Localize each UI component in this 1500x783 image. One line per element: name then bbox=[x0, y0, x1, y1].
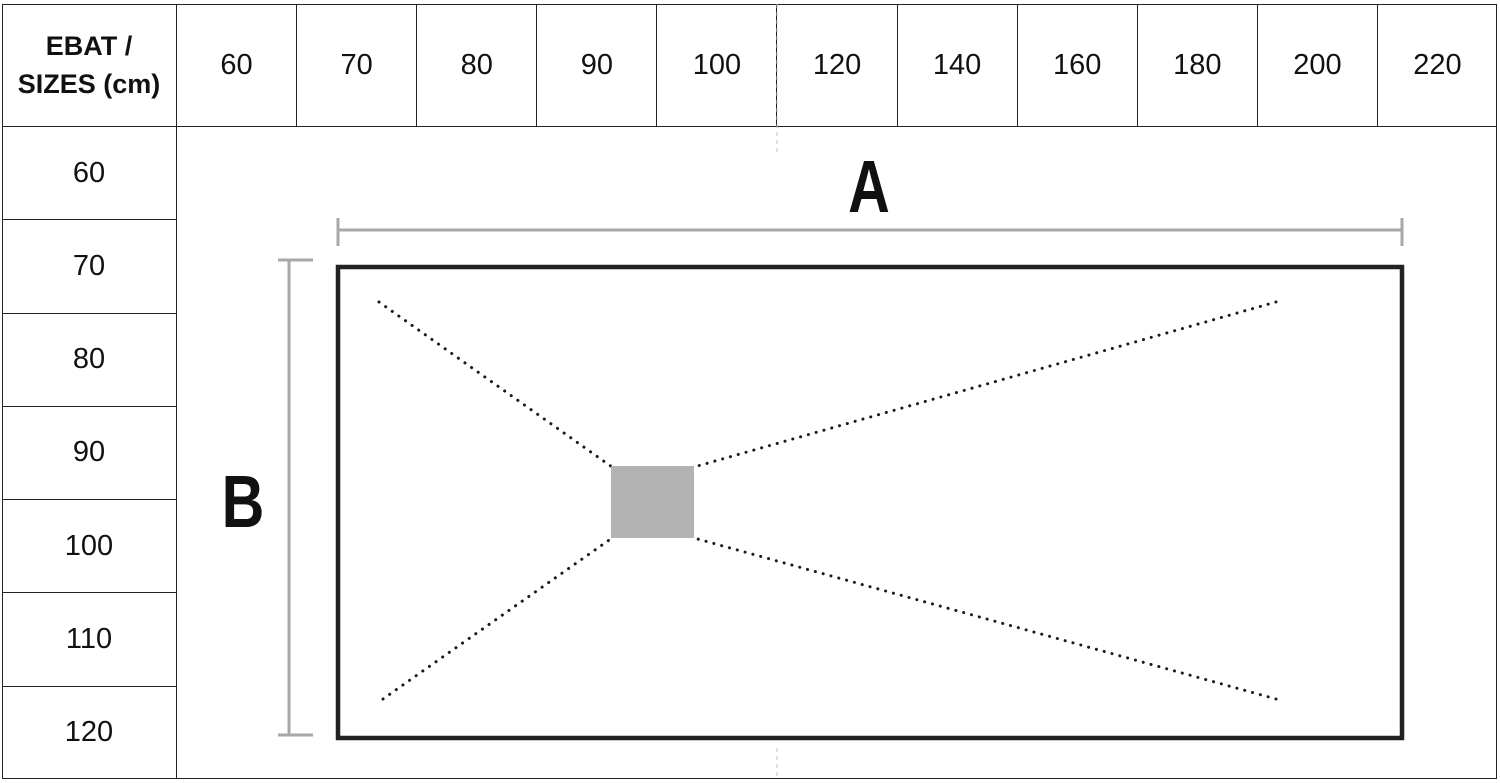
length-cell: 60 bbox=[2, 127, 176, 221]
length-cell: 120 bbox=[64, 716, 114, 749]
width-cell: 160 bbox=[1018, 4, 1138, 126]
corner-label-line2: SIZES (cm) bbox=[17, 69, 161, 99]
size-table-frame bbox=[2, 4, 1497, 779]
header-row: EBAT / SIZES (cm) 60 70 80 90 100 120 14… bbox=[2, 4, 1497, 127]
dimension-b: B bbox=[222, 258, 313, 737]
width-cell: 100 bbox=[657, 4, 778, 126]
width-cell: 80 bbox=[417, 4, 538, 126]
width-header-cells: 60 70 80 90 100 120 140 160 180 200 220 bbox=[177, 4, 1497, 126]
slope-line-top-right bbox=[692, 300, 1278, 469]
length-column: 60 70 80 90 100 110 120 bbox=[2, 127, 177, 779]
dimension-a-label: A bbox=[848, 146, 890, 229]
width-cell: 120 bbox=[777, 4, 898, 126]
width-cell: 180 bbox=[1138, 4, 1258, 126]
width-cell: 70 bbox=[297, 4, 418, 126]
corner-cell: EBAT / SIZES (cm) bbox=[2, 4, 177, 126]
width-cell: 60 bbox=[177, 4, 298, 126]
width-cell: 220 bbox=[1413, 48, 1462, 81]
dimension-a: A bbox=[336, 146, 1404, 246]
slope-lines bbox=[377, 300, 1278, 701]
drain-square bbox=[611, 466, 694, 538]
slope-line-bottom-left bbox=[381, 536, 614, 701]
width-cell: 200 bbox=[1258, 4, 1378, 126]
width-cell: 140 bbox=[898, 4, 1018, 126]
corner-label-line1: EBAT / bbox=[45, 31, 133, 61]
length-cell: 100 bbox=[2, 500, 176, 594]
slope-line-top-left bbox=[377, 300, 614, 469]
width-cell: 90 bbox=[537, 4, 658, 126]
slope-line-bottom-right bbox=[692, 536, 1278, 701]
length-cell: 70 bbox=[2, 220, 176, 314]
length-cell: 110 bbox=[2, 593, 176, 687]
tray-outline bbox=[335, 264, 1405, 741]
length-cell: 90 bbox=[2, 407, 176, 501]
length-cell: 80 bbox=[2, 314, 176, 407]
dimension-b-label: B bbox=[222, 461, 265, 544]
